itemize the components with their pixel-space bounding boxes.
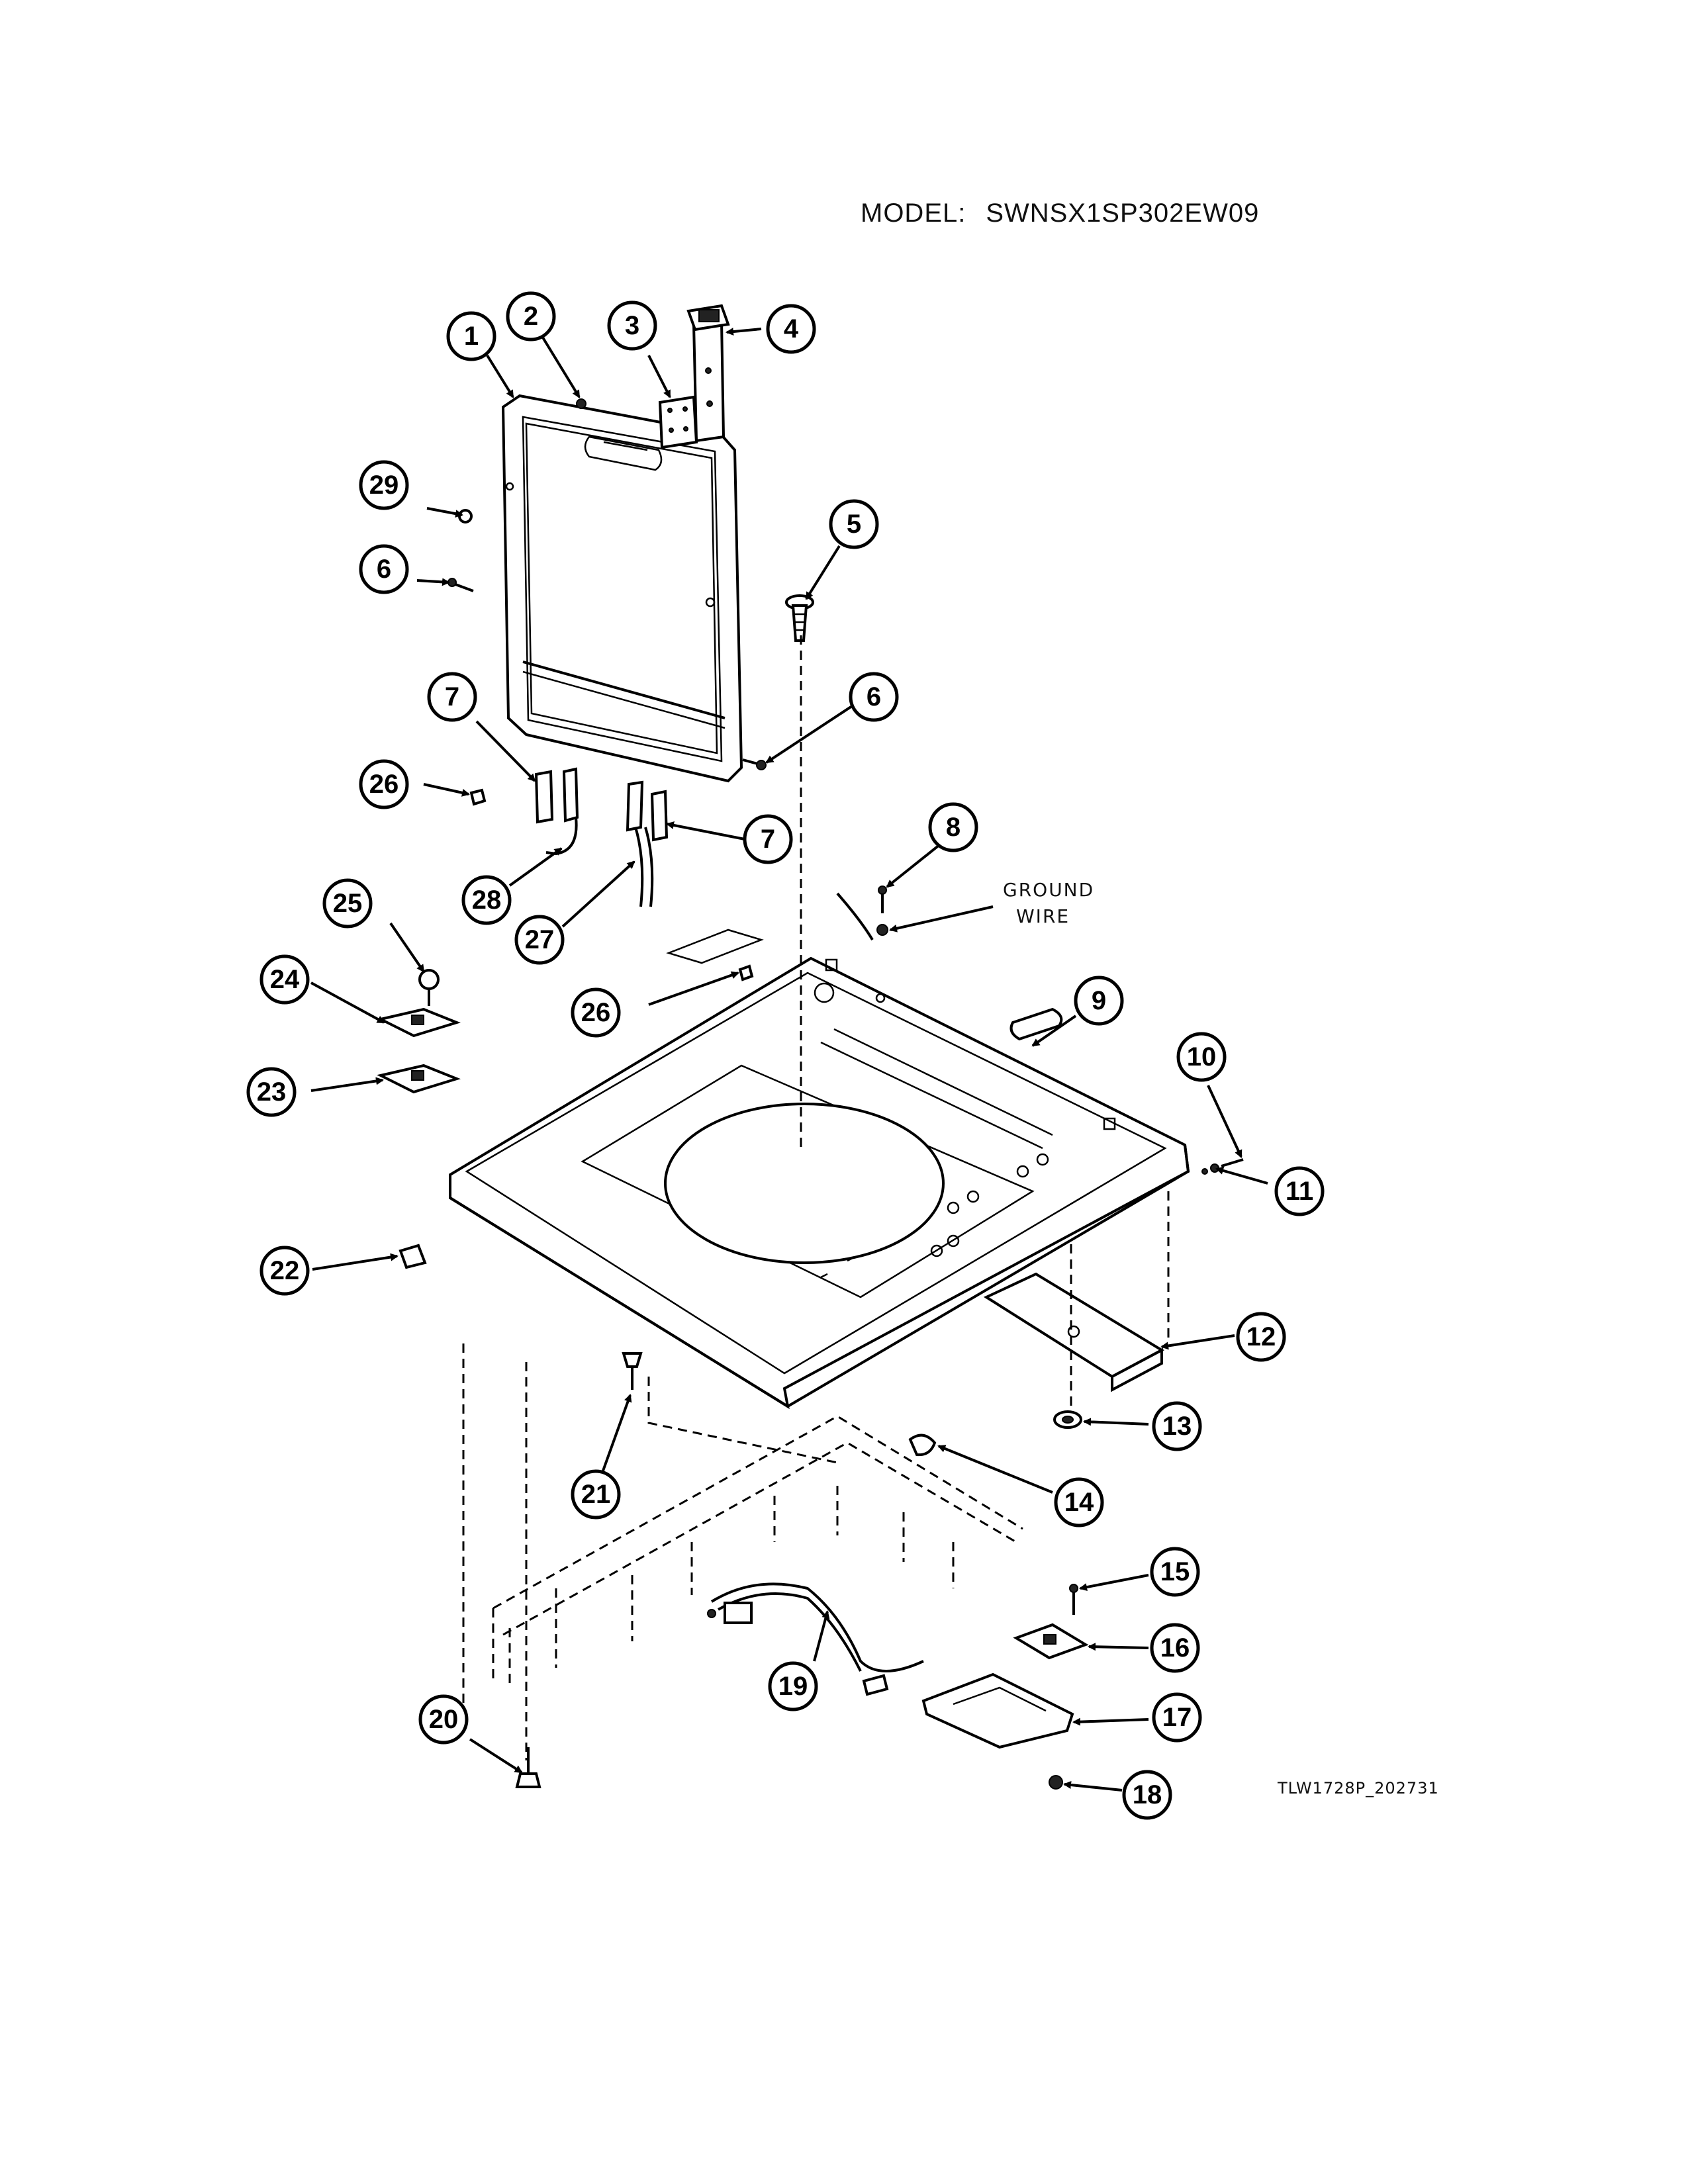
- callout-label: 16: [1160, 1633, 1190, 1662]
- callout-28: 28: [461, 875, 512, 925]
- callout-label: 14: [1064, 1488, 1094, 1517]
- callout-label: 7: [445, 682, 459, 711]
- callout-3: 3: [607, 300, 657, 351]
- callout-26-left: 26: [359, 759, 409, 809]
- wire-harness: [707, 1582, 924, 1696]
- callout-22: 22: [259, 1246, 310, 1296]
- callout-13: 13: [1152, 1401, 1202, 1451]
- callout-label: 6: [867, 682, 881, 711]
- callout-19: 19: [768, 1661, 818, 1711]
- callout-label: 29: [369, 471, 399, 500]
- callout-7-right: 7: [743, 814, 793, 864]
- callout-label: 11: [1286, 1177, 1313, 1206]
- callout-1: 1: [446, 311, 496, 361]
- callout-label: 18: [1133, 1780, 1162, 1809]
- callout-label: 17: [1162, 1703, 1192, 1732]
- callout-label: 4: [784, 314, 799, 343]
- lid-switch-assembly: [921, 1584, 1089, 1790]
- callout-label: 2: [524, 302, 538, 331]
- support-rail: [983, 1272, 1165, 1392]
- callout-label: 27: [525, 925, 555, 954]
- callout-label: 1: [464, 322, 479, 351]
- callout-label: 8: [946, 813, 961, 842]
- lid-hinge-bracket: [686, 304, 730, 443]
- callout-20: 20: [418, 1694, 469, 1745]
- callout-15: 15: [1150, 1547, 1200, 1597]
- callout-label: 3: [625, 311, 639, 340]
- top-panel: [449, 929, 1190, 1410]
- callout-18: 18: [1122, 1770, 1172, 1820]
- callout-4: 4: [766, 304, 816, 354]
- callout-14: 14: [1054, 1477, 1104, 1527]
- lid-frame: [501, 394, 743, 783]
- callout-label: 13: [1162, 1412, 1192, 1441]
- callout-label: 26: [581, 998, 611, 1027]
- callout-5: 5: [829, 499, 879, 549]
- callout-12: 12: [1236, 1312, 1286, 1362]
- callout-label: 22: [270, 1256, 300, 1285]
- callout-label: 25: [333, 889, 363, 918]
- long-screw: [785, 594, 814, 642]
- hinge-pins-and-wires: [469, 767, 754, 981]
- callout-label: 15: [1160, 1557, 1190, 1586]
- callout-label: 7: [761, 825, 775, 854]
- callout-2: 2: [506, 291, 556, 341]
- callout-29: 29: [359, 460, 409, 510]
- wire-clamp: [908, 1433, 937, 1457]
- callout-17: 17: [1152, 1692, 1202, 1743]
- latch-brackets: [377, 969, 461, 1094]
- callout-7-left: 7: [427, 672, 477, 722]
- callout-16: 16: [1150, 1623, 1200, 1673]
- callout-27: 27: [514, 915, 565, 965]
- callout-label: 23: [257, 1077, 287, 1107]
- callout-6-right: 6: [849, 672, 899, 722]
- model-number: SWNSX1SP302EW09: [986, 199, 1260, 228]
- ground-wire-label-line1: GROUND: [1003, 879, 1095, 901]
- callout-11: 11: [1274, 1166, 1325, 1216]
- figure-id: TLW1728P_202731: [1278, 1779, 1439, 1797]
- callout-6-top: 6: [359, 544, 409, 594]
- leader-lines: [310, 328, 1268, 1792]
- callout-label: 28: [472, 886, 502, 915]
- callout-label: 24: [270, 965, 300, 994]
- model-key: MODEL:: [861, 199, 966, 228]
- callout-label: 10: [1187, 1042, 1217, 1071]
- callout-label: 9: [1092, 986, 1106, 1015]
- model-label: MODEL: SWNSX1SP302EW09: [861, 199, 1259, 228]
- callout-9: 9: [1074, 976, 1124, 1026]
- callout-label: 21: [581, 1480, 611, 1509]
- hinge-plate: [658, 395, 698, 449]
- callout-25: 25: [322, 878, 373, 929]
- callout-label: 19: [778, 1672, 808, 1701]
- callout-26-right: 26: [571, 987, 621, 1038]
- callout-label: 26: [369, 770, 399, 799]
- callout-label: 20: [429, 1705, 459, 1734]
- bottom-bolt: [515, 1747, 541, 1788]
- callout-24: 24: [259, 954, 310, 1005]
- callout-8: 8: [928, 802, 978, 852]
- callout-21: 21: [571, 1469, 621, 1520]
- callout-23: 23: [246, 1067, 297, 1117]
- ground-wire-label-line2: WIRE: [1016, 905, 1070, 927]
- callout-label: 12: [1246, 1322, 1276, 1351]
- callout-label: 5: [847, 510, 861, 539]
- base-outline-dashed: [462, 635, 1170, 1760]
- callout-10: 10: [1176, 1032, 1227, 1082]
- callout-label: 6: [377, 555, 391, 584]
- ground-screw: [836, 886, 888, 941]
